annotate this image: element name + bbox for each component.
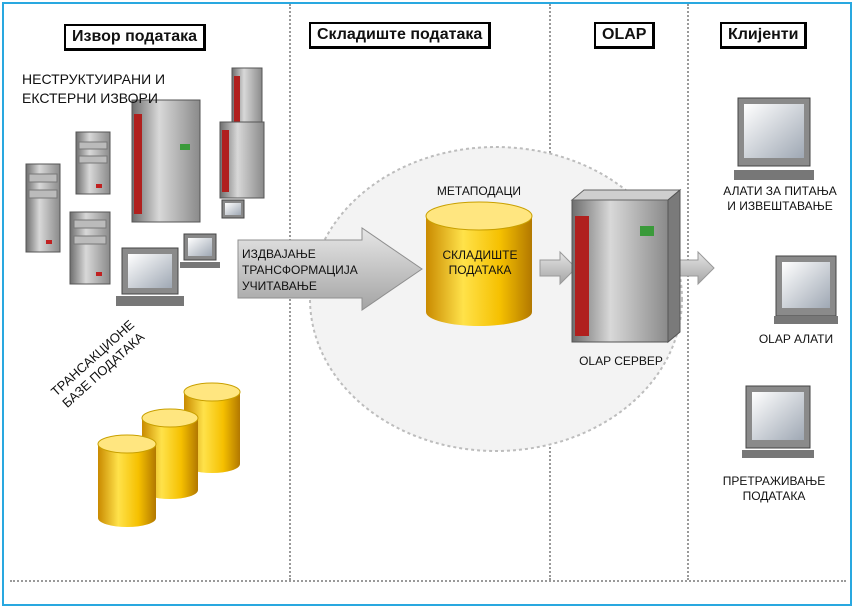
label-etl-line1: ИЗДВАЈАЊЕ <box>242 247 316 261</box>
label-data-mining-line2: ПОДАТАКА <box>742 489 806 503</box>
source-server-6 <box>219 121 265 199</box>
header-sources: Извор података <box>64 24 206 51</box>
label-etl: ИЗДВАЈАЊЕ ТРАНСФОРМАЦИЈА УЧИТАВАЊЕ <box>242 246 358 294</box>
source-server-5 <box>231 67 263 129</box>
source-server-1 <box>25 163 61 253</box>
diagram-graphics <box>25 67 838 527</box>
etl-arrow <box>237 227 423 311</box>
label-etl-line3: УЧИТАВАЊЕ <box>242 279 317 293</box>
separator-olap-clients <box>687 4 689 580</box>
source-server-4 <box>131 99 201 223</box>
header-warehouse: Складиште података <box>309 22 492 49</box>
client-computer-3 <box>742 385 814 458</box>
source-server-2 <box>75 131 111 195</box>
label-olap-tools: OLAP АЛАТИ <box>758 332 834 346</box>
label-unstructured-line2: ЕКСТЕРНИ ИЗВОРИ <box>22 90 158 106</box>
label-unstructured-sources: НЕСТРУКТУИРАНИ И ЕКСТЕРНИ ИЗВОРИ <box>22 70 165 108</box>
source-monitor-3 <box>116 247 184 306</box>
label-etl-line2: ТРАНСФОРМАЦИЈА <box>242 263 358 277</box>
separator-bottom <box>10 580 846 582</box>
arrow-to-clients <box>677 250 715 286</box>
olap-server <box>570 188 682 344</box>
label-warehouse-line2: ПОДАТАКА <box>448 263 512 277</box>
source-monitor-2 <box>180 233 220 268</box>
label-warehouse-line1: СКЛАДИШТЕ <box>442 248 518 262</box>
warehouse-cylinder <box>425 201 533 326</box>
label-metadata: МЕТАПОДАЦИ <box>436 184 522 198</box>
label-data-mining: ПРЕТРАЖИВАЊЕ ПОДАТАКА <box>704 474 844 504</box>
label-warehouse: СКЛАДИШТЕ ПОДАТАКА <box>428 248 532 278</box>
arrow-to-olap <box>539 250 577 286</box>
client-computer-1 <box>734 97 814 180</box>
label-query-tools: АЛАТИ ЗА ПИТАЊА И ИЗВЕШТАВАЊЕ <box>710 184 850 214</box>
label-olap-server: OLAP СЕРВЕР <box>579 354 663 368</box>
label-data-mining-line1: ПРЕТРАЖИВАЊЕ <box>722 474 826 488</box>
label-unstructured-line1: НЕСТРУКТУИРАНИ И <box>22 71 166 87</box>
label-query-tools-line1: АЛАТИ ЗА ПИТАЊА <box>723 184 837 198</box>
source-monitor-1 <box>221 199 245 219</box>
client-computer-2 <box>774 255 838 324</box>
header-clients: Клијенти <box>720 22 808 49</box>
header-olap: OLAP <box>594 22 656 49</box>
transactional-db-cylinders <box>97 382 241 527</box>
source-server-3 <box>69 211 111 285</box>
label-query-tools-line2: И ИЗВЕШТАВАЊЕ <box>727 199 833 213</box>
